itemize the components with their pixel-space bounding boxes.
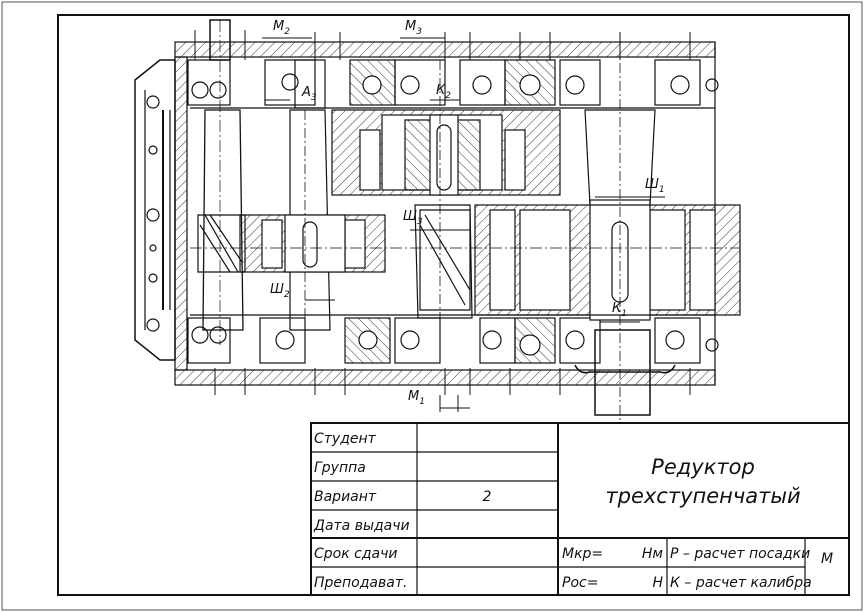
variant-label: Вариант (314, 489, 377, 505)
ros-label: Рос= (562, 575, 598, 591)
callout-sh1: Ш1 (645, 177, 665, 195)
teacher-label: Преподават. (314, 575, 407, 591)
dimension-callouts: М2 М3 А3 К2 Ш1 Ш3 Ш2 К1 М1 (270, 19, 665, 407)
issue-date-label: Дата выдачи (313, 518, 410, 534)
callout-m3: М3 (405, 19, 422, 37)
drawing-title-line2: трехступенчатый (605, 484, 800, 508)
student-label: Студент (314, 431, 377, 447)
m-letter: М (821, 551, 833, 567)
callout-m1: М1 (408, 389, 425, 407)
k-note: К – расчет калибра (670, 575, 812, 591)
callout-sh3: Ш3 (403, 209, 423, 227)
mkr-label: Мкр= (562, 546, 603, 562)
callout-m2: М2 (273, 19, 290, 37)
callout-a3: А3 (301, 85, 317, 103)
callout-k2: К2 (436, 83, 451, 101)
variant-value: 2 (483, 489, 492, 505)
due-date-label: Срок сдачи (314, 546, 397, 562)
ros-unit: Н (652, 575, 663, 591)
callout-sh2: Ш2 (270, 282, 290, 300)
title-block-text: Студент Группа Вариант Дата выдачи Срок … (313, 431, 833, 591)
gearbox-drawing (134, 19, 741, 420)
p-note: Р – расчет посадки (670, 546, 810, 562)
drawing-title-line1: Редуктор (651, 455, 755, 479)
callout-k1: К1 (612, 301, 627, 319)
mkr-unit: Нм (642, 546, 664, 562)
group-label: Группа (314, 460, 366, 476)
title-block (310, 422, 850, 596)
